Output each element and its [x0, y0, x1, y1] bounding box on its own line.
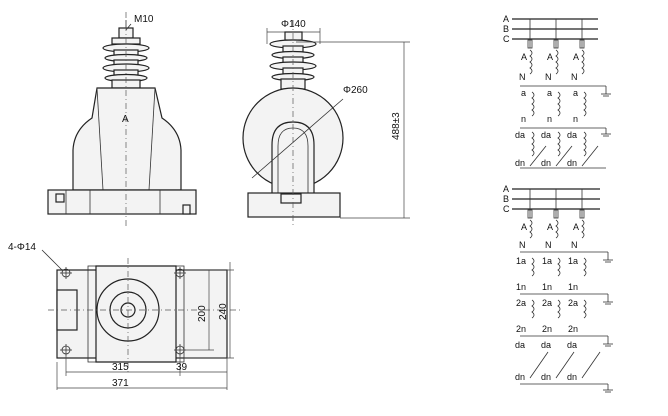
phase-b-label: B — [503, 24, 509, 34]
front-base — [47, 189, 197, 215]
svg-text:N: N — [545, 72, 552, 82]
svg-text:dn: dn — [567, 158, 577, 168]
width-200-label: 200 — [197, 305, 208, 322]
terminal-label: M10 — [134, 14, 154, 25]
ring-diameter-label: Φ260 — [343, 85, 368, 96]
inner-yoke — [271, 121, 315, 196]
svg-text:2n: 2n — [542, 324, 552, 334]
svg-text:1n: 1n — [516, 282, 526, 292]
svg-text:N: N — [519, 72, 526, 82]
svg-text:a: a — [521, 88, 526, 98]
svg-text:n: n — [547, 114, 552, 124]
phase-a-label: A — [503, 14, 509, 24]
svg-text:da: da — [541, 340, 551, 350]
svg-text:2a: 2a — [542, 298, 552, 308]
svg-text:2a: 2a — [568, 298, 578, 308]
schematic-top-phase-c: A N a n da dn — [567, 19, 587, 168]
len-371-label: 371 — [112, 378, 129, 389]
svg-text:dn: dn — [541, 158, 551, 168]
svg-text:2a: 2a — [516, 298, 526, 308]
svg-text:da: da — [515, 340, 525, 350]
holes-label: 4-Φ14 — [8, 242, 36, 253]
svg-text:da: da — [567, 340, 577, 350]
svg-text:1n: 1n — [542, 282, 552, 292]
svg-text:dn: dn — [567, 372, 577, 382]
svg-text:2n: 2n — [516, 324, 526, 334]
svg-text:A: A — [573, 222, 579, 232]
plan-view: 4-Φ14 200 240 315 39 371 — [8, 242, 240, 390]
phase-c-label: C — [503, 34, 510, 44]
svg-text:A: A — [573, 52, 579, 62]
front-main-body — [72, 87, 182, 191]
height-label: 488±3 — [391, 112, 402, 140]
svg-text:dn: dn — [541, 372, 551, 382]
schematic-bottom-phase-c: A N 1a 1n 2a 2n da dn — [567, 189, 587, 382]
svg-text:da: da — [515, 130, 525, 140]
svg-text:A: A — [521, 222, 527, 232]
svg-text:A: A — [547, 52, 553, 62]
svg-text:1a: 1a — [568, 256, 578, 266]
svg-text:n: n — [573, 114, 578, 124]
svg-text:N: N — [571, 72, 578, 82]
mounting-holes — [60, 267, 186, 356]
svg-text:2n: 2n — [568, 324, 578, 334]
svg-text:N: N — [519, 240, 526, 250]
side-view: Φ140 Φ260 488±3 — [242, 19, 410, 226]
phase-c-label-2: C — [503, 204, 510, 214]
primary-marker: A — [122, 114, 129, 125]
front-view: M10 A — [47, 12, 197, 226]
svg-text:1a: 1a — [516, 256, 526, 266]
svg-text:dn: dn — [515, 158, 525, 168]
top-diameter-label: Φ140 — [281, 19, 306, 30]
svg-text:A: A — [521, 52, 527, 62]
len-315-label: 315 — [112, 362, 129, 373]
phase-a-label-2: A — [503, 184, 509, 194]
svg-text:a: a — [573, 88, 578, 98]
schematic-top: A B C A N a n da dn A N a n — [503, 14, 611, 169]
svg-text:N: N — [545, 240, 552, 250]
schematic-bottom: A B C A N 1a 1n 2a 2n da dn A N — [503, 184, 613, 393]
schematic-top-phase-b: A N a n da dn — [541, 19, 561, 168]
svg-text:N: N — [571, 240, 578, 250]
svg-text:da: da — [541, 130, 551, 140]
schematic-bottom-phase-b: A N 1a 1n 2a 2n da dn — [541, 189, 561, 382]
width-240-label: 240 — [218, 303, 229, 320]
schematic-top-phase-a: A N a n da dn — [515, 19, 535, 168]
svg-text:a: a — [547, 88, 552, 98]
phase-b-label-2: B — [503, 194, 509, 204]
svg-text:n: n — [521, 114, 526, 124]
schematic-bottom-phase-a: A N 1a 1n 2a 2n da dn — [515, 189, 535, 382]
svg-text:da: da — [567, 130, 577, 140]
len-39-label: 39 — [176, 362, 188, 373]
svg-text:1n: 1n — [568, 282, 578, 292]
svg-text:1a: 1a — [542, 256, 552, 266]
svg-text:A: A — [547, 222, 553, 232]
svg-text:dn: dn — [515, 372, 525, 382]
